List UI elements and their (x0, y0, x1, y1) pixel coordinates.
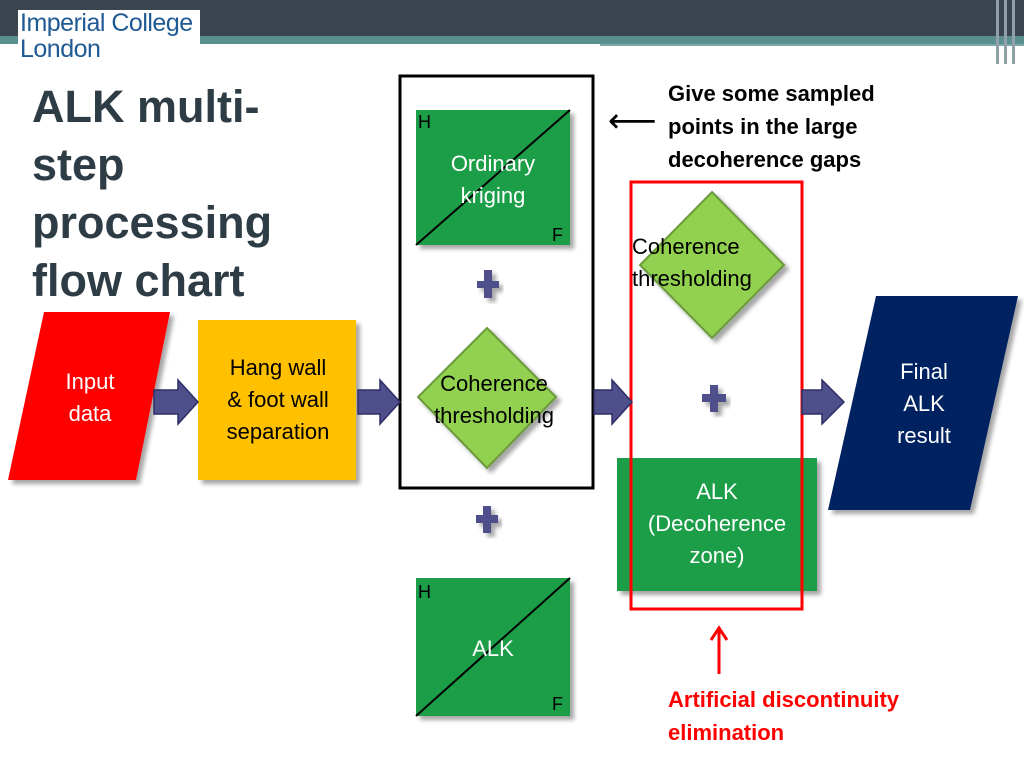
alk-decoherence-label: ALK (Decoherence zone) (617, 476, 817, 572)
note-top-line: Give some sampled (668, 81, 875, 106)
coherence-1-label: Coherence thresholding (414, 368, 574, 432)
note-bottom-line: elimination (668, 720, 785, 745)
kriging-label: Ordinary kriging (416, 148, 570, 212)
separation-label: Hang wall & foot wall separation (198, 352, 358, 448)
header-stripe (0, 36, 1024, 44)
note-top-line: decoherence gaps (668, 147, 862, 172)
alk-decoherence-line: zone) (689, 543, 745, 568)
left-arrow-icon: ⟵ (608, 101, 657, 141)
kriging-line: kriging (460, 183, 526, 208)
final-result-shape (828, 296, 1018, 510)
flow-arrow (153, 378, 200, 426)
plus-icon (476, 506, 498, 533)
header-divider (1004, 0, 1007, 64)
input-line: data (68, 401, 112, 426)
coherence-line: thresholding (434, 403, 554, 428)
group-frame (398, 74, 595, 490)
title-line: processing (32, 197, 273, 248)
flow-arrow (357, 378, 402, 426)
separation-line: separation (226, 419, 330, 444)
separation-box (198, 320, 356, 480)
final-line: ALK (903, 391, 945, 416)
title-line: step (32, 139, 125, 190)
note-top-line: points in the large (668, 114, 858, 139)
coherence-2-label: Coherence thresholding (632, 231, 794, 295)
page-title: ALK multi- step processing flow chart (32, 78, 332, 310)
note-top: Give some sampled points in the large de… (668, 77, 968, 176)
kriging-f-label: F (552, 225, 563, 245)
kriging-diagonal (415, 109, 571, 246)
college-logo: Imperial College London (18, 10, 200, 68)
separation-line: Hang wall (229, 355, 327, 380)
up-arrow-head (709, 625, 729, 641)
final-line: result (897, 423, 951, 448)
coherence-diamond-1 (416, 326, 558, 470)
kriging-h-label: H (418, 112, 431, 132)
alk-decoherence-box (617, 458, 817, 591)
flow-arrow (801, 378, 846, 426)
coherence-line: Coherence (632, 234, 740, 259)
header-divider (1012, 0, 1015, 64)
plus-icon (702, 385, 726, 412)
input-line: Input (65, 369, 115, 394)
coherence-diamond-2 (638, 190, 786, 340)
coherence-line: Coherence (440, 371, 548, 396)
kriging-line: Ordinary (450, 151, 536, 176)
note-bottom-line: Artificial discontinuity (668, 687, 900, 712)
final-line: Final (900, 359, 948, 384)
alk-decoherence-line: (Decoherence (647, 511, 787, 536)
alk-h-label: H (418, 582, 431, 602)
title-line: ALK multi- (32, 81, 260, 132)
input-data-label: Input data (40, 366, 140, 430)
alk-label: ALK (472, 636, 514, 661)
note-bottom: Artificial discontinuity elimination (668, 683, 998, 749)
input-data-shape (8, 312, 170, 480)
logo-line1: Imperial College (20, 9, 193, 37)
alk-diagonal (415, 577, 571, 717)
alk-f-label: F (552, 694, 563, 714)
alk-decoherence-line: ALK (696, 479, 738, 504)
header-divider (996, 0, 999, 64)
separation-line: & foot wall (227, 387, 329, 412)
coherence-line: thresholding (632, 266, 752, 291)
logo-line2: London (20, 35, 101, 63)
final-result-label: Final ALK result (872, 356, 976, 452)
title-line: flow chart (32, 255, 245, 306)
flow-arrow (593, 378, 634, 426)
plus-icon (477, 270, 499, 298)
header-thin-line (600, 44, 1024, 46)
